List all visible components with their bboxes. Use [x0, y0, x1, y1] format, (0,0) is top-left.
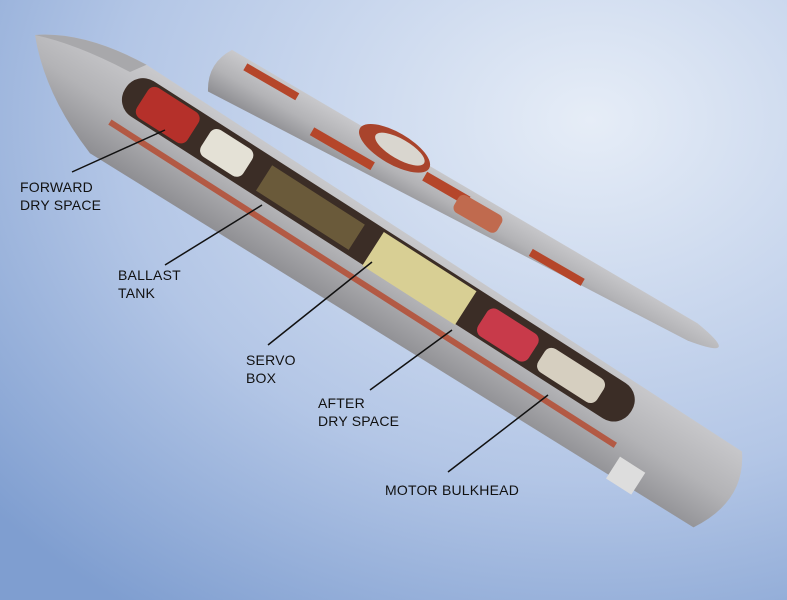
label-after-dry-space: AFTER DRY SPACE	[318, 394, 399, 430]
label-line: TANK	[118, 285, 156, 301]
label-line: BOX	[246, 370, 277, 386]
lower-hull	[35, 34, 743, 528]
label-line: FORWARD	[20, 179, 93, 195]
label-line: DRY SPACE	[20, 197, 102, 213]
label-ballast-tank: BALLAST TANK	[118, 266, 181, 302]
leader-line-servo-box	[267, 261, 373, 346]
leader-line-motor-bulkhead	[447, 394, 549, 473]
label-motor-bulkhead: MOTOR BULKHEAD	[385, 481, 519, 499]
label-line: BALLAST	[118, 267, 181, 283]
upper-hull	[207, 49, 719, 349]
leader-line-ballast-tank	[164, 204, 263, 266]
label-line: AFTER	[318, 395, 365, 411]
leader-line-forward-dry-space	[71, 129, 166, 173]
leader-line-after-dry-space	[369, 329, 453, 391]
label-forward-dry-space: FORWARD DRY SPACE	[20, 178, 101, 214]
label-servo-box: SERVO BOX	[246, 351, 296, 387]
label-line: DRY SPACE	[318, 413, 400, 429]
label-line: SERVO	[246, 352, 296, 368]
label-line: MOTOR BULKHEAD	[385, 482, 520, 498]
